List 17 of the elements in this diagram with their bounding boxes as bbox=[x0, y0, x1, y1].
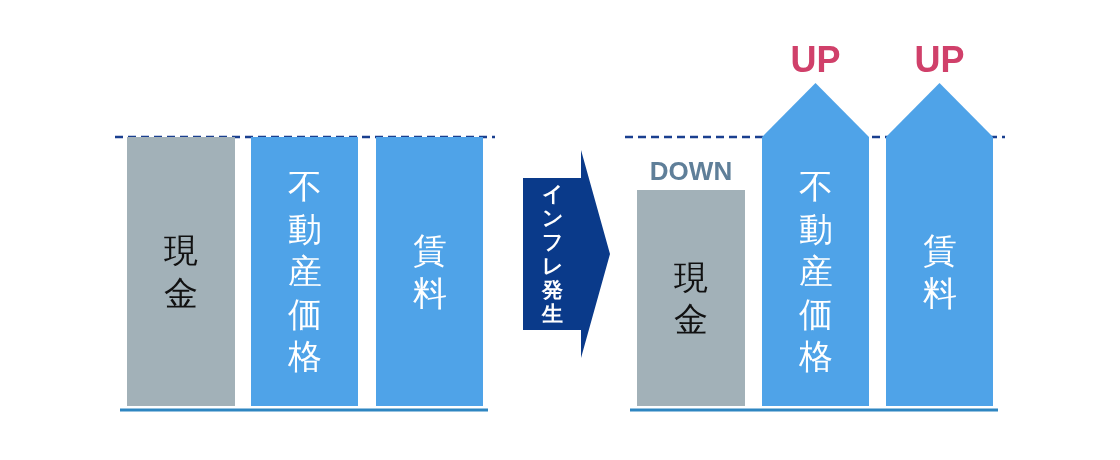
bar-label: 不動産価格 bbox=[798, 165, 833, 378]
change-label: UP bbox=[914, 39, 965, 81]
change-label: UP bbox=[790, 39, 841, 81]
arrow-shape bbox=[523, 150, 610, 358]
change-label: DOWN bbox=[649, 156, 733, 187]
up-arrow-bar bbox=[886, 83, 993, 406]
bar-label: 現金 bbox=[164, 229, 198, 314]
bar bbox=[376, 137, 483, 406]
bar-label: 賃料 bbox=[922, 229, 957, 314]
bar bbox=[127, 137, 235, 406]
bar-label: インフレ発生 bbox=[541, 181, 563, 327]
bar bbox=[251, 137, 358, 406]
bar bbox=[637, 190, 745, 406]
up-arrow-bar bbox=[762, 83, 869, 406]
bar-label: 現金 bbox=[674, 255, 708, 341]
bar-label: 不動産価格 bbox=[287, 165, 322, 378]
bar-label: 賃料 bbox=[412, 229, 447, 314]
